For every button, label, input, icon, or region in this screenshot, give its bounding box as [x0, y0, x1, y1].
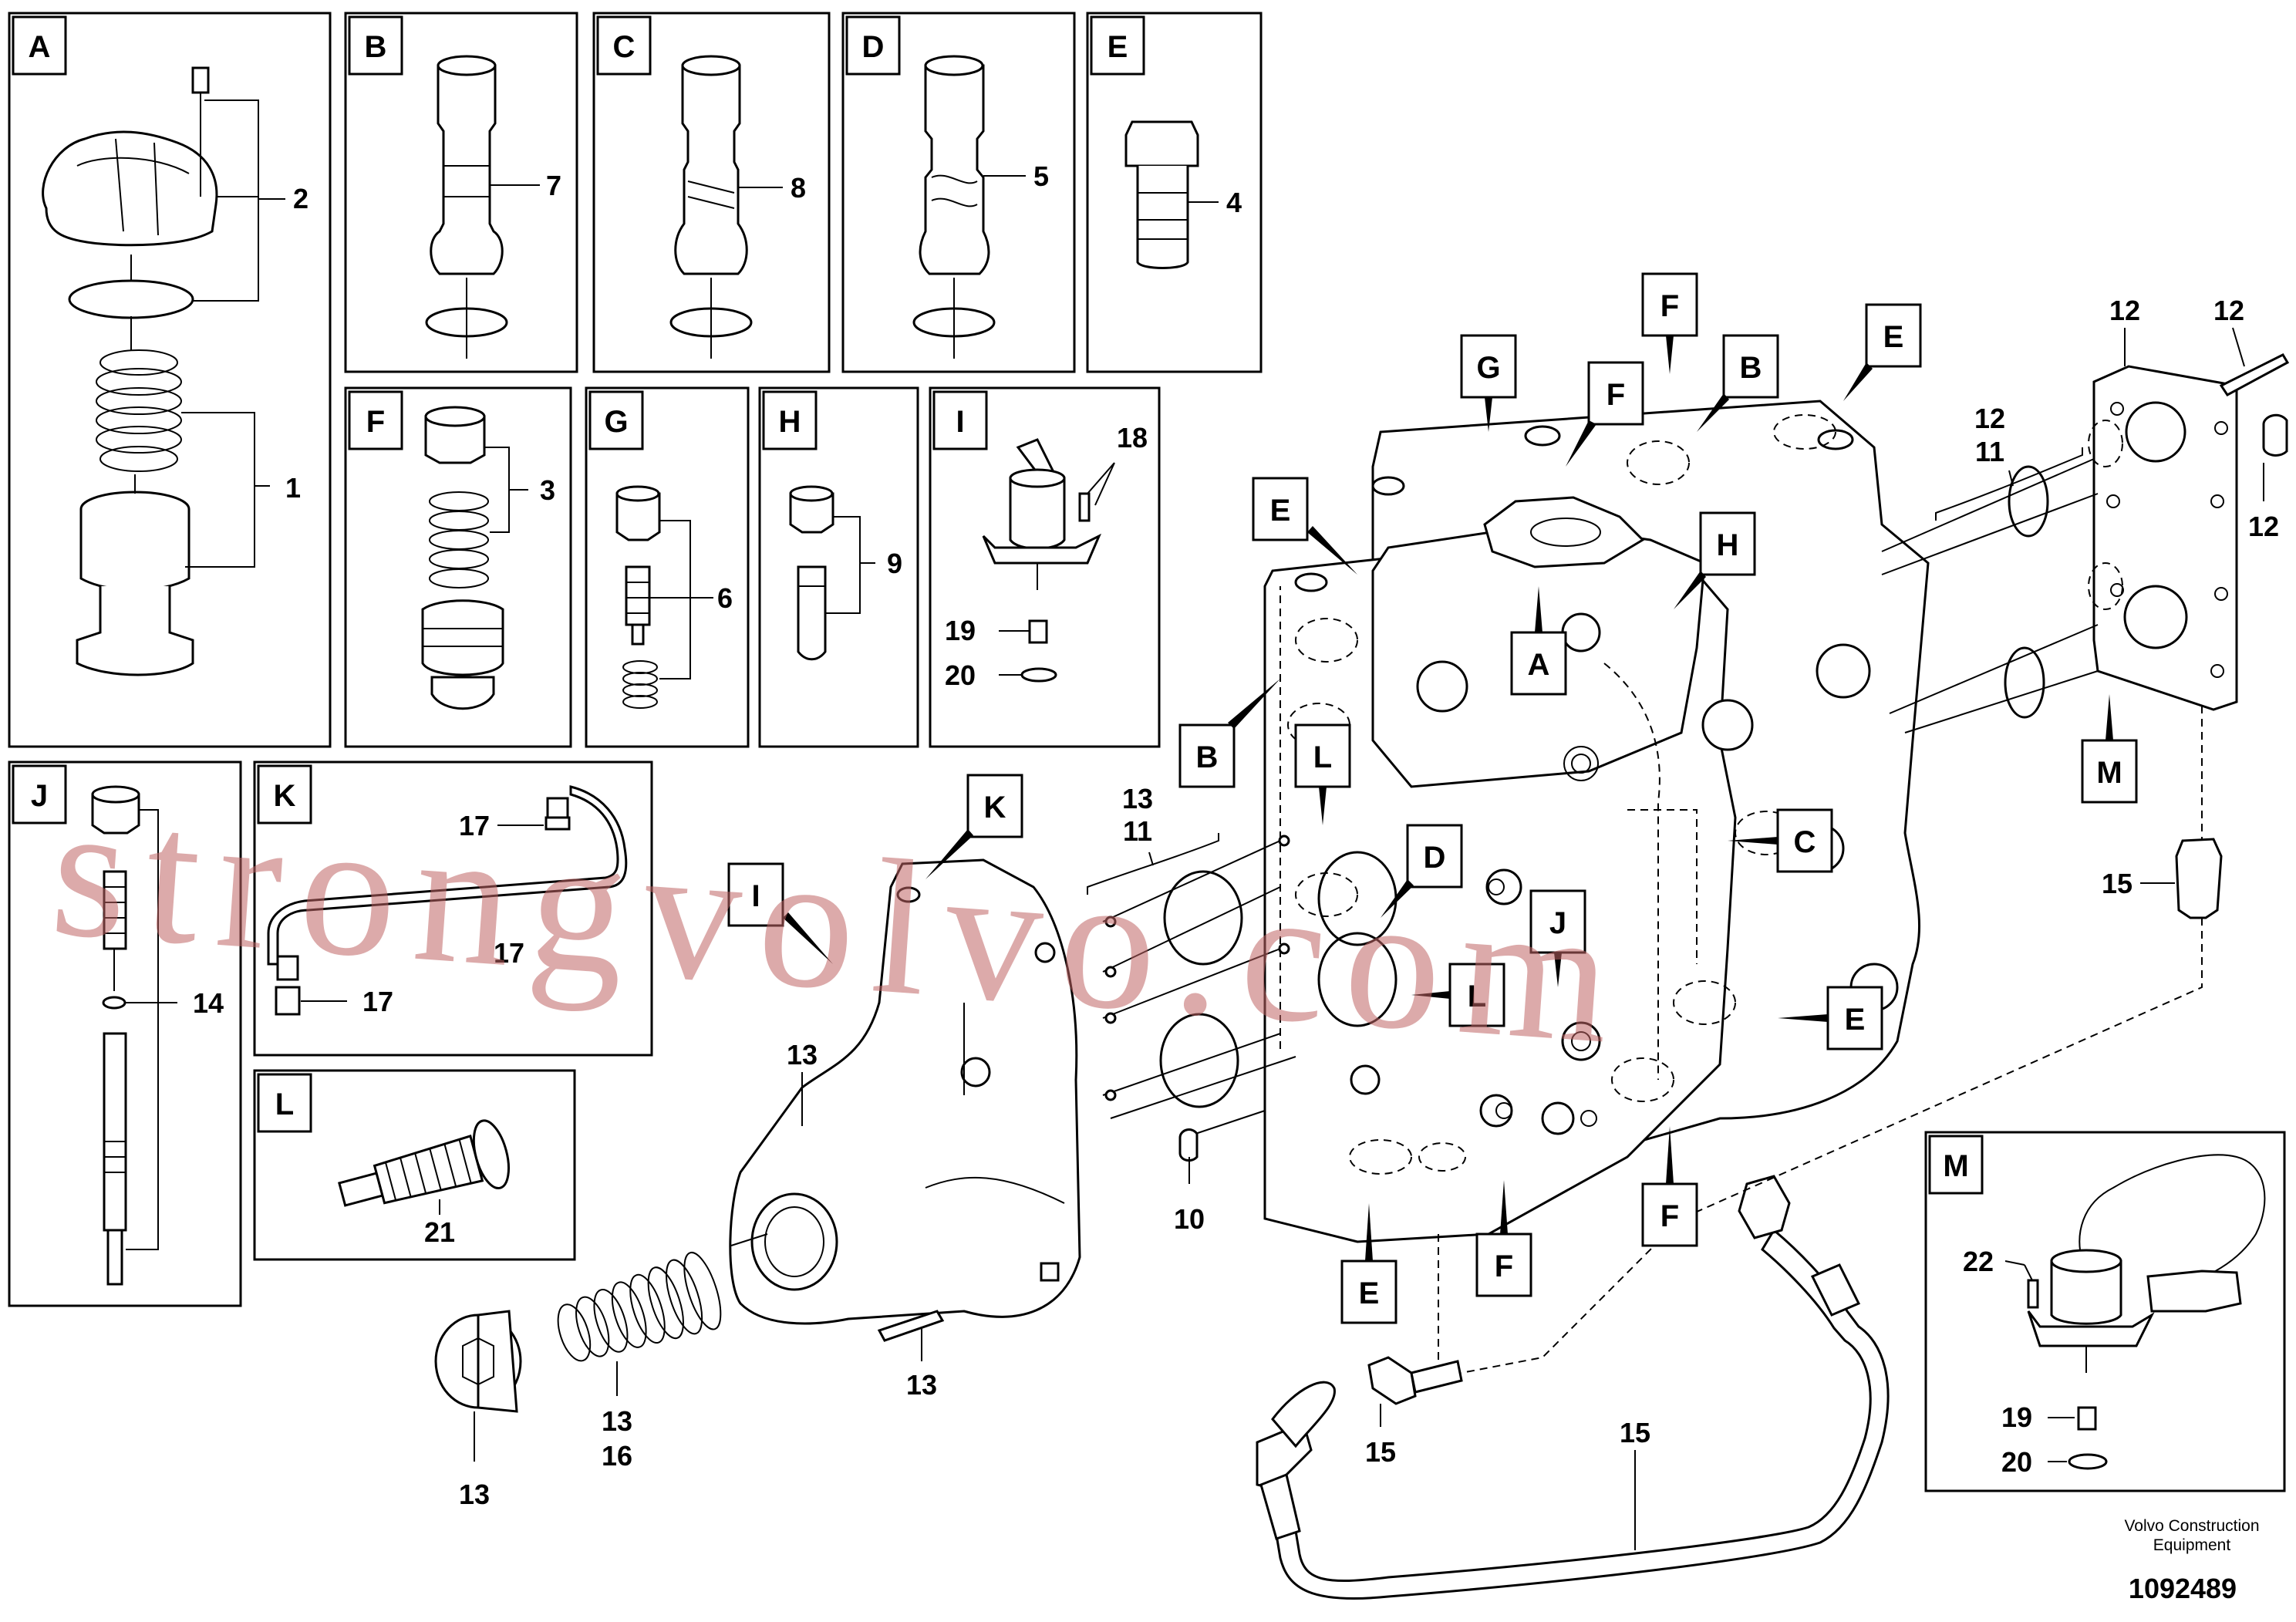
panel-e: E 4: [1086, 12, 1263, 373]
part-number-15-fitting: 15: [1365, 1436, 1396, 1468]
spring-plug-assembly: 13 16 13 13 13: [434, 1039, 945, 1510]
part-number-21: 21: [424, 1216, 455, 1248]
callout-i: I: [751, 879, 760, 913]
bracket-12-11: 12 11 12 12 12: [1935, 295, 2279, 542]
part-number-5: 5: [1033, 160, 1049, 192]
part-number-1: 1: [285, 472, 301, 504]
spring-cover: [729, 858, 1081, 1325]
part-number-18-i: 18: [1117, 422, 1148, 454]
part-number-20-m: 20: [2001, 1446, 2032, 1478]
callout-f-bottom: F: [1495, 1249, 1513, 1283]
part-number-19-i: 19: [945, 615, 976, 646]
part-number-19-m: 19: [2001, 1401, 2032, 1433]
callout-f-bottom-right: F: [1660, 1199, 1679, 1233]
callout-l-lower: L: [1468, 980, 1486, 1013]
part-number-14: 14: [193, 987, 224, 1019]
panel-f-label: F: [366, 405, 385, 439]
callout-e-left: E: [1270, 494, 1291, 528]
footer: Volvo Construction Equipment 1092489: [2124, 1517, 2259, 1604]
panel-d-label: D: [862, 30, 885, 64]
callout-f-second: F: [1607, 378, 1625, 412]
panel-a-label: A: [29, 30, 51, 64]
panel-i-label: I: [956, 405, 964, 439]
panel-h-label: H: [779, 405, 801, 439]
part-number-2: 2: [293, 183, 308, 214]
panel-b-label: B: [365, 30, 387, 64]
part-number-11-group: 11: [1123, 815, 1152, 847]
panel-i: I 18 19 20: [929, 386, 1161, 748]
panel-g-label: G: [604, 405, 628, 439]
bracket-13-11: 13 11: [1087, 783, 1219, 895]
part-number-8: 8: [791, 172, 806, 204]
footer-company: Volvo Construction: [2124, 1517, 2259, 1535]
panel-m: M 22 19 20: [1924, 1131, 2286, 1492]
callout-a: A: [1528, 648, 1550, 682]
callout-f-top: F: [1660, 289, 1679, 323]
part-number-15-sensor: 15: [2102, 868, 2132, 899]
part-number-12-bolt: 12: [2213, 295, 2244, 326]
part-number-16: 16: [602, 1440, 632, 1472]
footer-company-line2: Equipment: [2153, 1536, 2231, 1554]
part-number-13-bolt: 13: [906, 1369, 937, 1401]
part-number-15-pipe: 15: [1620, 1417, 1650, 1448]
callout-d: D: [1424, 841, 1446, 875]
callout-boxes: G F F B E E H A B L: [727, 272, 2138, 1324]
panel-h: H 9: [758, 386, 919, 748]
part-number-7: 7: [546, 170, 561, 201]
callout-b-top: B: [1740, 351, 1762, 385]
part-number-12-plate: 12: [2109, 295, 2140, 326]
callout-j: J: [1549, 906, 1566, 940]
part-number-9: 9: [887, 548, 902, 579]
callout-e-bottom: E: [1359, 1276, 1380, 1310]
panel-j-label: J: [31, 779, 48, 813]
callout-g: G: [1476, 351, 1500, 385]
part-number-22: 22: [1963, 1246, 1994, 1277]
panel-e-label: E: [1108, 30, 1128, 64]
panel-j: J 14: [8, 760, 242, 1307]
panel-m-label: M: [1943, 1149, 1968, 1183]
panel-l-label: L: [275, 1088, 294, 1121]
panel-f: F 3: [344, 386, 572, 748]
panel-a: A 2 1: [8, 12, 332, 748]
part-number-13-plug: 13: [459, 1479, 490, 1510]
part-number-17-bottom: 17: [362, 986, 393, 1017]
part-number-12-plug: 12: [2248, 511, 2279, 542]
panel-k-label: K: [274, 779, 296, 813]
part-number-11-right: 11: [1975, 436, 2004, 467]
panel-c-label: C: [613, 30, 636, 64]
callout-h: H: [1717, 528, 1739, 562]
callout-e-top: E: [1883, 320, 1904, 354]
end-plate: [1881, 353, 2290, 733]
drawing-number: 1092489: [2129, 1573, 2237, 1604]
part-number-17-top: 17: [459, 810, 490, 841]
part-number-12-group: 12: [1974, 403, 2005, 434]
part-number-13-cover: 13: [787, 1039, 818, 1071]
callout-b-left: B: [1196, 740, 1219, 774]
part-number-13-group: 13: [1122, 783, 1153, 814]
callout-c: C: [1794, 825, 1816, 859]
part-number-10: 10: [1174, 1203, 1205, 1235]
part-number-17-faded: 17: [494, 937, 524, 969]
panel-d: D 5: [841, 12, 1076, 373]
part-number-20-i: 20: [945, 659, 976, 691]
panel-g: G 6: [585, 386, 750, 748]
main-valve-body: [1263, 400, 1930, 1243]
callout-l-upper: L: [1313, 740, 1332, 774]
part-number-6: 6: [717, 582, 733, 614]
part-number-3: 3: [540, 474, 555, 506]
panel-b: B 7: [344, 12, 578, 373]
callout-m: M: [2096, 756, 2122, 790]
callout-e-right: E: [1845, 1003, 1866, 1037]
pipe-assembly: 15 15 15: [1256, 706, 2223, 1600]
part-number-13-spring: 13: [602, 1405, 632, 1437]
panel-l: L 21: [253, 1069, 576, 1261]
callout-k: K: [984, 791, 1006, 824]
panel-c: C 8: [592, 12, 831, 373]
panel-k: K 17 17 17: [253, 760, 653, 1057]
part-number-4: 4: [1226, 187, 1242, 218]
